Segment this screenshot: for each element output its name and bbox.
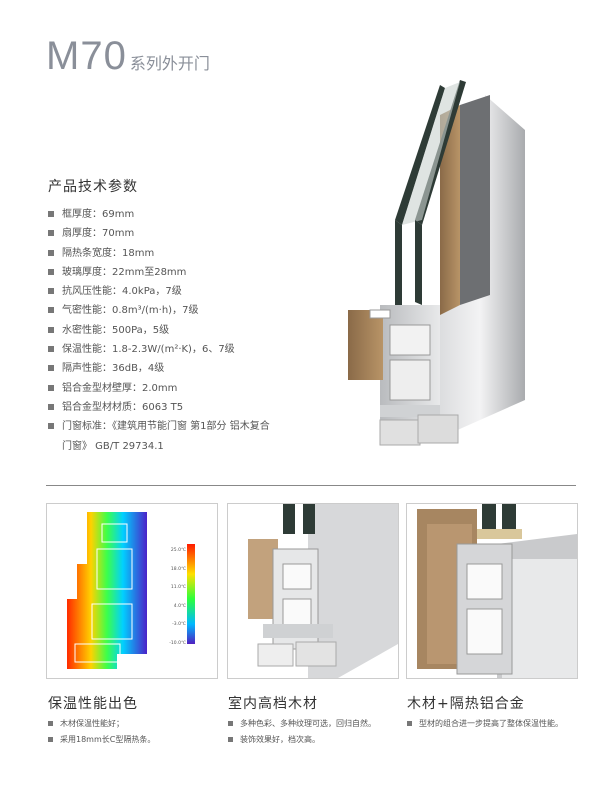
scale-label: 11.0℃ [170,585,186,591]
spec-item: 保温性能：1.8-2.3W/(m²·K)，6、7级 [48,340,308,359]
scale-label: -10.0℃ [169,640,186,646]
feature-bullet: 多种色彩、多种纹理可选，回归自然。 [228,716,376,732]
divider [46,485,576,486]
spec-item: 隔声性能：36dB，4级 [48,359,308,378]
composite-profile-image [417,504,577,678]
wood-profile-panel [227,503,399,679]
spec-item: 框厚度：69mm [48,205,308,224]
spec-item: 铝合金型材材质：6063 T5 [48,398,308,417]
window-profile-illustration [348,80,525,446]
feature-title-wood: 室内高档木材 [228,696,318,712]
feature-bullets-composite: 型材的组合进一步提高了整体保温性能。 [407,716,563,732]
spec-item: 水密性能：500Pa，5级 [48,321,308,340]
thermal-scale-labels: 25.0℃ 18.0℃ 11.0℃ 4.0℃ -3.0℃ -10.0℃ [152,542,186,654]
scale-label: 25.0℃ [170,548,186,553]
spec-item-continuation: 门窗》 GB/T 29734.1 [62,440,164,452]
thermal-simulation-panel: 25.0℃ 18.0℃ 11.0℃ 4.0℃ -3.0℃ -10.0℃ [46,503,218,679]
spec-item: 抗风压性能：4.0kPa，7级 [48,282,308,301]
spec-item: 隔热条宽度：18mm [48,244,308,263]
spec-item: 门窗标准：《建筑用节能门窗 第1部分 铝木复合 [48,417,308,436]
specs-heading: 产品技术参数 [48,179,138,195]
feature-title-composite: 木材+隔热铝合金 [407,696,525,712]
feature-bullets-insulation: 木材保温性能好； 采用18mm长C型隔热条。 [48,716,155,748]
series-name: 系列外开门 [129,54,210,73]
scale-label: 4.0℃ [173,603,186,609]
feature-title-insulation: 保温性能出色 [48,696,138,712]
spec-item: 玻璃厚度：22mm至28mm [48,263,308,282]
wood-profile-image [248,504,398,678]
feature-bullets-wood: 多种色彩、多种纹理可选，回归自然。 装饰效果好，档次高。 [228,716,376,748]
specs-list: 框厚度：69mm 扇厚度：70mm 隔热条宽度：18mm 玻璃厚度：22mm至2… [48,205,308,456]
feature-bullet: 型材的组合进一步提高了整体保温性能。 [407,716,563,732]
page-title: M70 系列外开门 [46,34,210,79]
model-name: M70 [46,34,127,78]
composite-profile-panel [406,503,578,679]
scale-label: 18.0℃ [170,566,186,572]
spec-item: 铝合金型材壁厚：2.0mm [48,379,308,398]
thermal-simulation-image [67,512,195,669]
spec-item: 扇厚度：70mm [48,224,308,243]
feature-bullet: 木材保温性能好； [48,716,155,732]
feature-bullet: 装饰效果好，档次高。 [228,732,376,748]
feature-bullet: 采用18mm长C型隔热条。 [48,732,155,748]
spec-item: 气密性能：0.8m³/(m·h)，7级 [48,301,308,320]
scale-label: -3.0℃ [172,622,186,628]
